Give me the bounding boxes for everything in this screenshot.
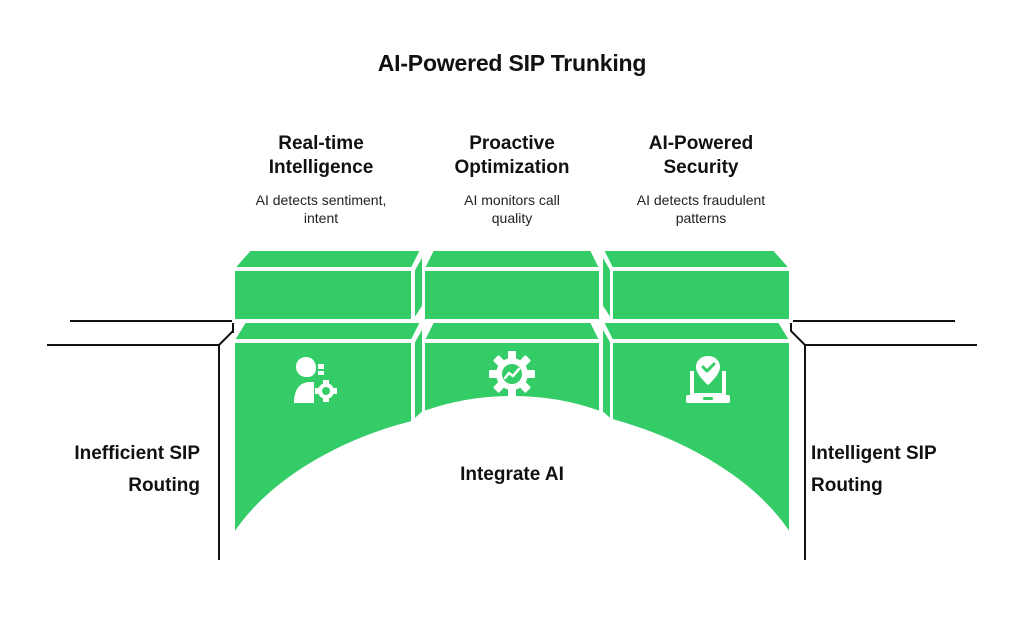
- column-proactive-optimization: Proactive Optimization AI monitors call …: [412, 132, 612, 227]
- left-label-line: Inefficient SIP: [74, 443, 200, 464]
- column-desc-line: intent: [303, 210, 339, 226]
- column-realtime-intelligence: Real-time Intelligence AI detects sentim…: [221, 132, 421, 227]
- top-block-3-side: [601, 253, 612, 321]
- arch-block-1-front: [233, 341, 413, 535]
- top-block-2-front: [423, 269, 601, 321]
- right-label: Intelligent SIP Routing: [811, 438, 991, 502]
- right-corner-bevel: [790, 323, 806, 346]
- person-gear-icon: [294, 357, 337, 403]
- column-description: AI monitors call quality: [412, 191, 612, 227]
- top-block-1-side: [413, 253, 424, 321]
- column-title-line: Security: [663, 157, 739, 178]
- center-label: Integrate AI: [460, 464, 564, 485]
- column-title: Real-time Intelligence: [221, 132, 421, 180]
- column-desc-line: patterns: [675, 210, 727, 226]
- arch-block-1-side: [413, 325, 424, 421]
- arch-block-1-lid: [233, 321, 422, 341]
- column-title-line: Optimization: [454, 157, 570, 178]
- column-title-line: Proactive: [469, 133, 555, 154]
- top-blocks: [233, 249, 791, 321]
- column-desc-line: AI detects sentiment,: [255, 192, 387, 208]
- column-desc-line: AI monitors call: [464, 192, 560, 208]
- column-description: AI detects sentiment, intent: [221, 191, 421, 227]
- arch-block-3-lid: [602, 321, 791, 341]
- right-label-line: Intelligent SIP: [811, 443, 937, 464]
- top-block-1-front: [233, 269, 413, 321]
- top-block-3-front: [611, 269, 791, 321]
- column-desc-line: quality: [491, 210, 533, 226]
- column-title-line: Intelligence: [268, 157, 374, 178]
- column-title: Proactive Optimization: [412, 132, 612, 180]
- top-block-3-lid: [602, 249, 791, 269]
- laptop-shield-icon: [686, 356, 730, 403]
- column-desc-line: AI detects fraudulent: [636, 192, 766, 208]
- arch-block-3-front: [611, 341, 791, 535]
- arch-block-2-lid: [423, 321, 601, 341]
- left-label: Inefficient SIP Routing: [30, 438, 200, 502]
- diagram-title: AI-Powered SIP Trunking: [377, 50, 647, 76]
- column-description: AI detects fraudulent patterns: [601, 191, 801, 227]
- column-title-line: Real-time: [278, 133, 364, 154]
- gear-chart-icon: [489, 351, 535, 397]
- right-label-line: Routing: [811, 475, 883, 496]
- top-block-1-lid: [234, 249, 422, 269]
- column-title: AI-Powered Security: [601, 132, 801, 180]
- column-ai-powered-security: AI-Powered Security AI detects fraudulen…: [601, 132, 801, 227]
- column-title-line: AI-Powered: [648, 133, 754, 154]
- left-label-line: Routing: [128, 475, 200, 496]
- left-corner-bevel: [218, 323, 234, 346]
- top-block-2-lid: [423, 249, 601, 269]
- arch-block-3-side: [601, 325, 612, 421]
